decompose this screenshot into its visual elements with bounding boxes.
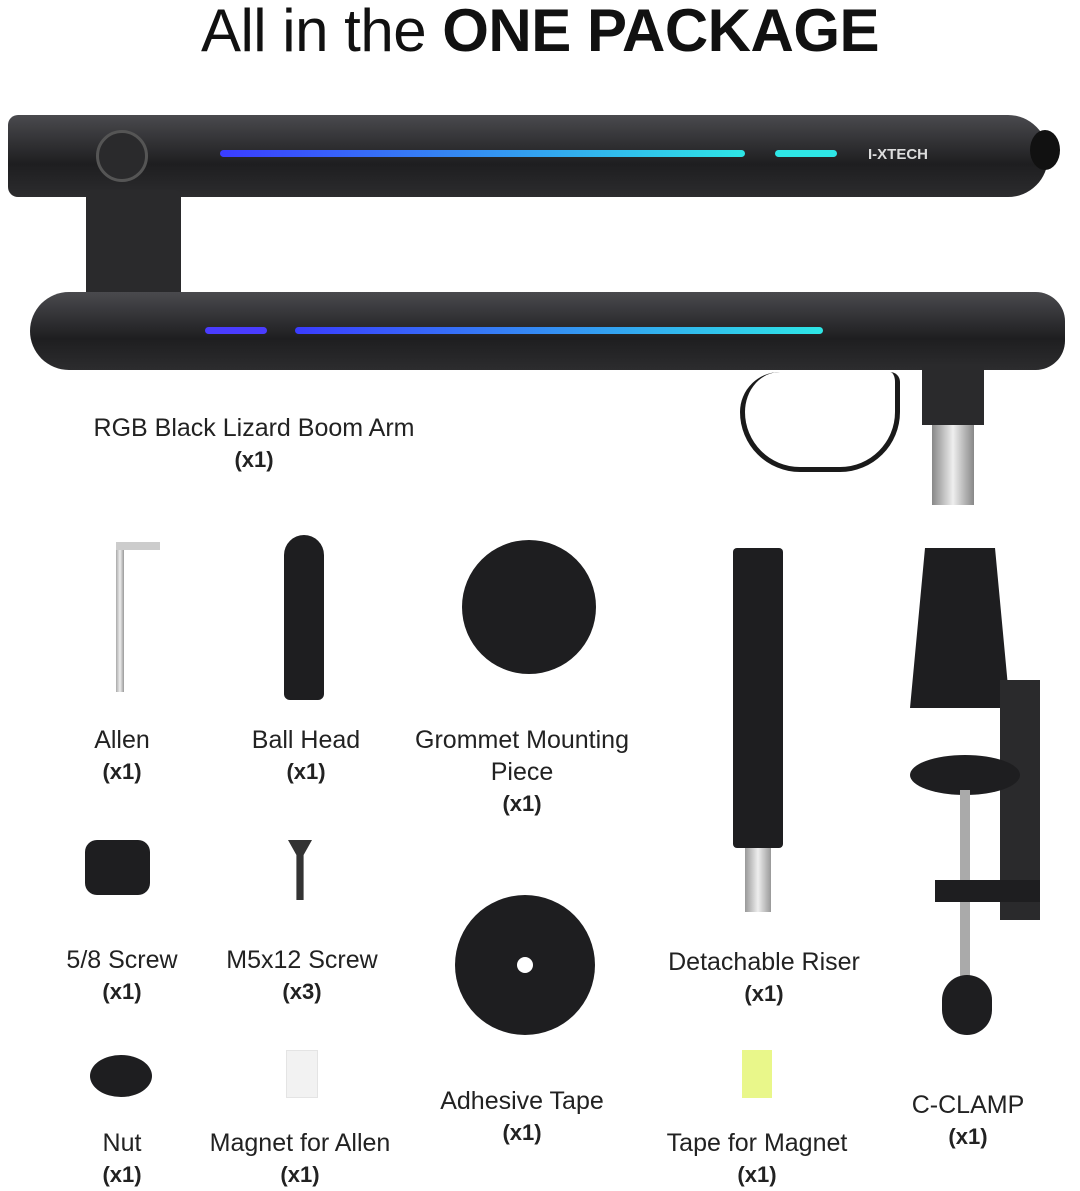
riser-image <box>733 548 783 848</box>
brand-logo: I-XTECH <box>868 146 928 163</box>
item-label-allen: Allen(x1) <box>94 726 150 784</box>
m5-screw-image <box>288 840 312 900</box>
title-prefix: All in the <box>200 0 427 64</box>
allen-key-image <box>116 542 124 692</box>
c-clamp-image <box>910 548 1010 708</box>
ball-head-image <box>284 535 324 700</box>
grommet-image <box>462 540 596 674</box>
nut-image <box>90 1055 152 1097</box>
item-label-ball-head: Ball Head(x1) <box>251 726 361 784</box>
knob-icon <box>96 130 148 182</box>
item-label-magnet: Magnet for Allen(x1) <box>209 1129 391 1187</box>
screw-5-8-image <box>85 840 150 895</box>
item-label-m5x12-screw: M5x12 Screw(x3) <box>226 946 378 1004</box>
title-emphasis: ONE PACKAGE <box>442 0 880 64</box>
magnet-image <box>286 1050 318 1098</box>
item-label-grommet: Grommet Mounting Piece(x1) <box>415 726 629 816</box>
item-label-c-clamp: C-CLAMP(x1) <box>911 1091 1025 1149</box>
page-title: All in the ONE PACKAGE <box>0 0 1080 65</box>
item-label-boom-arm: RGB Black Lizard Boom Arm(x1) <box>93 414 415 472</box>
item-label-adhesive-tape: Adhesive Tape(x1) <box>440 1087 604 1145</box>
item-label-tape-for-magnet: Tape for Magnet(x1) <box>666 1129 848 1187</box>
item-label-5-8-screw: 5/8 Screw(x1) <box>66 946 178 1004</box>
item-label-riser: Detachable Riser(x1) <box>668 948 860 1006</box>
item-label-nut: Nut(x1) <box>102 1129 142 1187</box>
tape-for-magnet-image <box>742 1050 772 1098</box>
